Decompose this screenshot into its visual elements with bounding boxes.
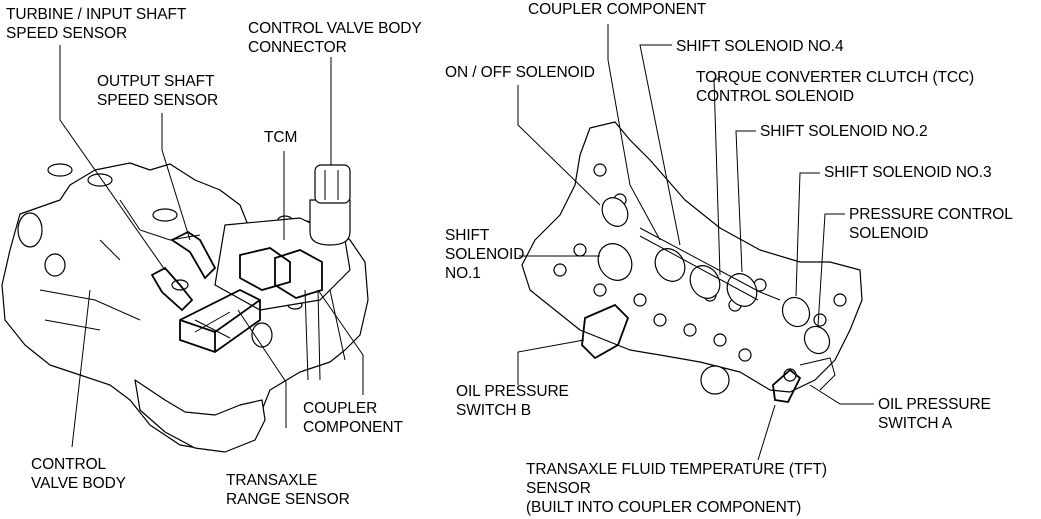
bolt-boss — [152, 208, 178, 222]
solenoids — [597, 197, 831, 355]
label-shift-solenoid-no3: SHIFT SOLENOID NO.3 — [824, 164, 992, 181]
cvb-connector — [309, 199, 351, 246]
oil-pressure-switch-b-plate — [581, 303, 630, 360]
bolt-boss — [47, 163, 73, 177]
label-control-valve-body-connector: CONTROL VALVE BODY CONNECTOR — [248, 20, 422, 56]
left-valve-body-drawing — [1, 162, 369, 453]
solenoid-side-valve-body — [521, 121, 863, 393]
valve-body-lower-lobe — [134, 379, 266, 453]
bolt-boss — [87, 173, 113, 187]
label-on-off-solenoid: ON / OFF SOLENOID — [445, 64, 595, 81]
right-valve-body-drawing — [521, 121, 863, 403]
label-output-shaft-speed-sensor: OUTPUT SHAFT SPEED SENSOR — [97, 73, 219, 109]
label-shift-solenoid-no4: SHIFT SOLENOID NO.4 — [676, 38, 844, 55]
side-port — [44, 253, 66, 277]
label-shift-solenoid-no2: SHIFT SOLENOID NO.2 — [760, 123, 928, 140]
label-oil-pressure-switch-b: OIL PRESSURE SWITCH B — [456, 383, 569, 419]
label-oil-pressure-switch-a: OIL PRESSURE SWITCH A — [878, 396, 991, 432]
coupler-connector — [274, 249, 323, 299]
label-turbine-input-shaft-speed-sensor: TURBINE / INPUT SHAFT SPEED SENSOR — [6, 6, 187, 42]
label-pressure-control-solenoid: PRESSURE CONTROL SOLENOID — [849, 206, 1013, 242]
turbine-speed-sensor — [150, 266, 194, 312]
label-tcc-control-solenoid: TORQUE CONVERTER CLUTCH (TCC) CONTROL SO… — [696, 69, 975, 105]
coupler-connector — [239, 247, 291, 291]
label-control-valve-body: CONTROL VALVE BODY — [31, 456, 126, 492]
label-tcm: TCM — [264, 129, 298, 146]
side-port — [17, 212, 43, 248]
label-transaxle-range-sensor: TRANSAXLE RANGE SENSOR — [226, 472, 350, 508]
harness-grommet — [251, 322, 273, 348]
leader-lines — [59, 24, 874, 461]
cvb-connector-plug — [314, 164, 351, 204]
tft-sensor-connector — [772, 368, 802, 403]
coupler-rail — [639, 227, 781, 301]
range-sensor-block — [179, 288, 261, 354]
label-coupler-component-right: COUPLER COMPONENT — [528, 1, 707, 18]
label-tft-sensor: TRANSAXLE FLUID TEMPERATURE (TFT) SENSOR… — [526, 461, 827, 516]
label-coupler-component-left: COUPLER COMPONENT — [303, 400, 403, 436]
label-shift-solenoid-no1: SHIFT SOLENOID NO.1 — [445, 227, 525, 282]
